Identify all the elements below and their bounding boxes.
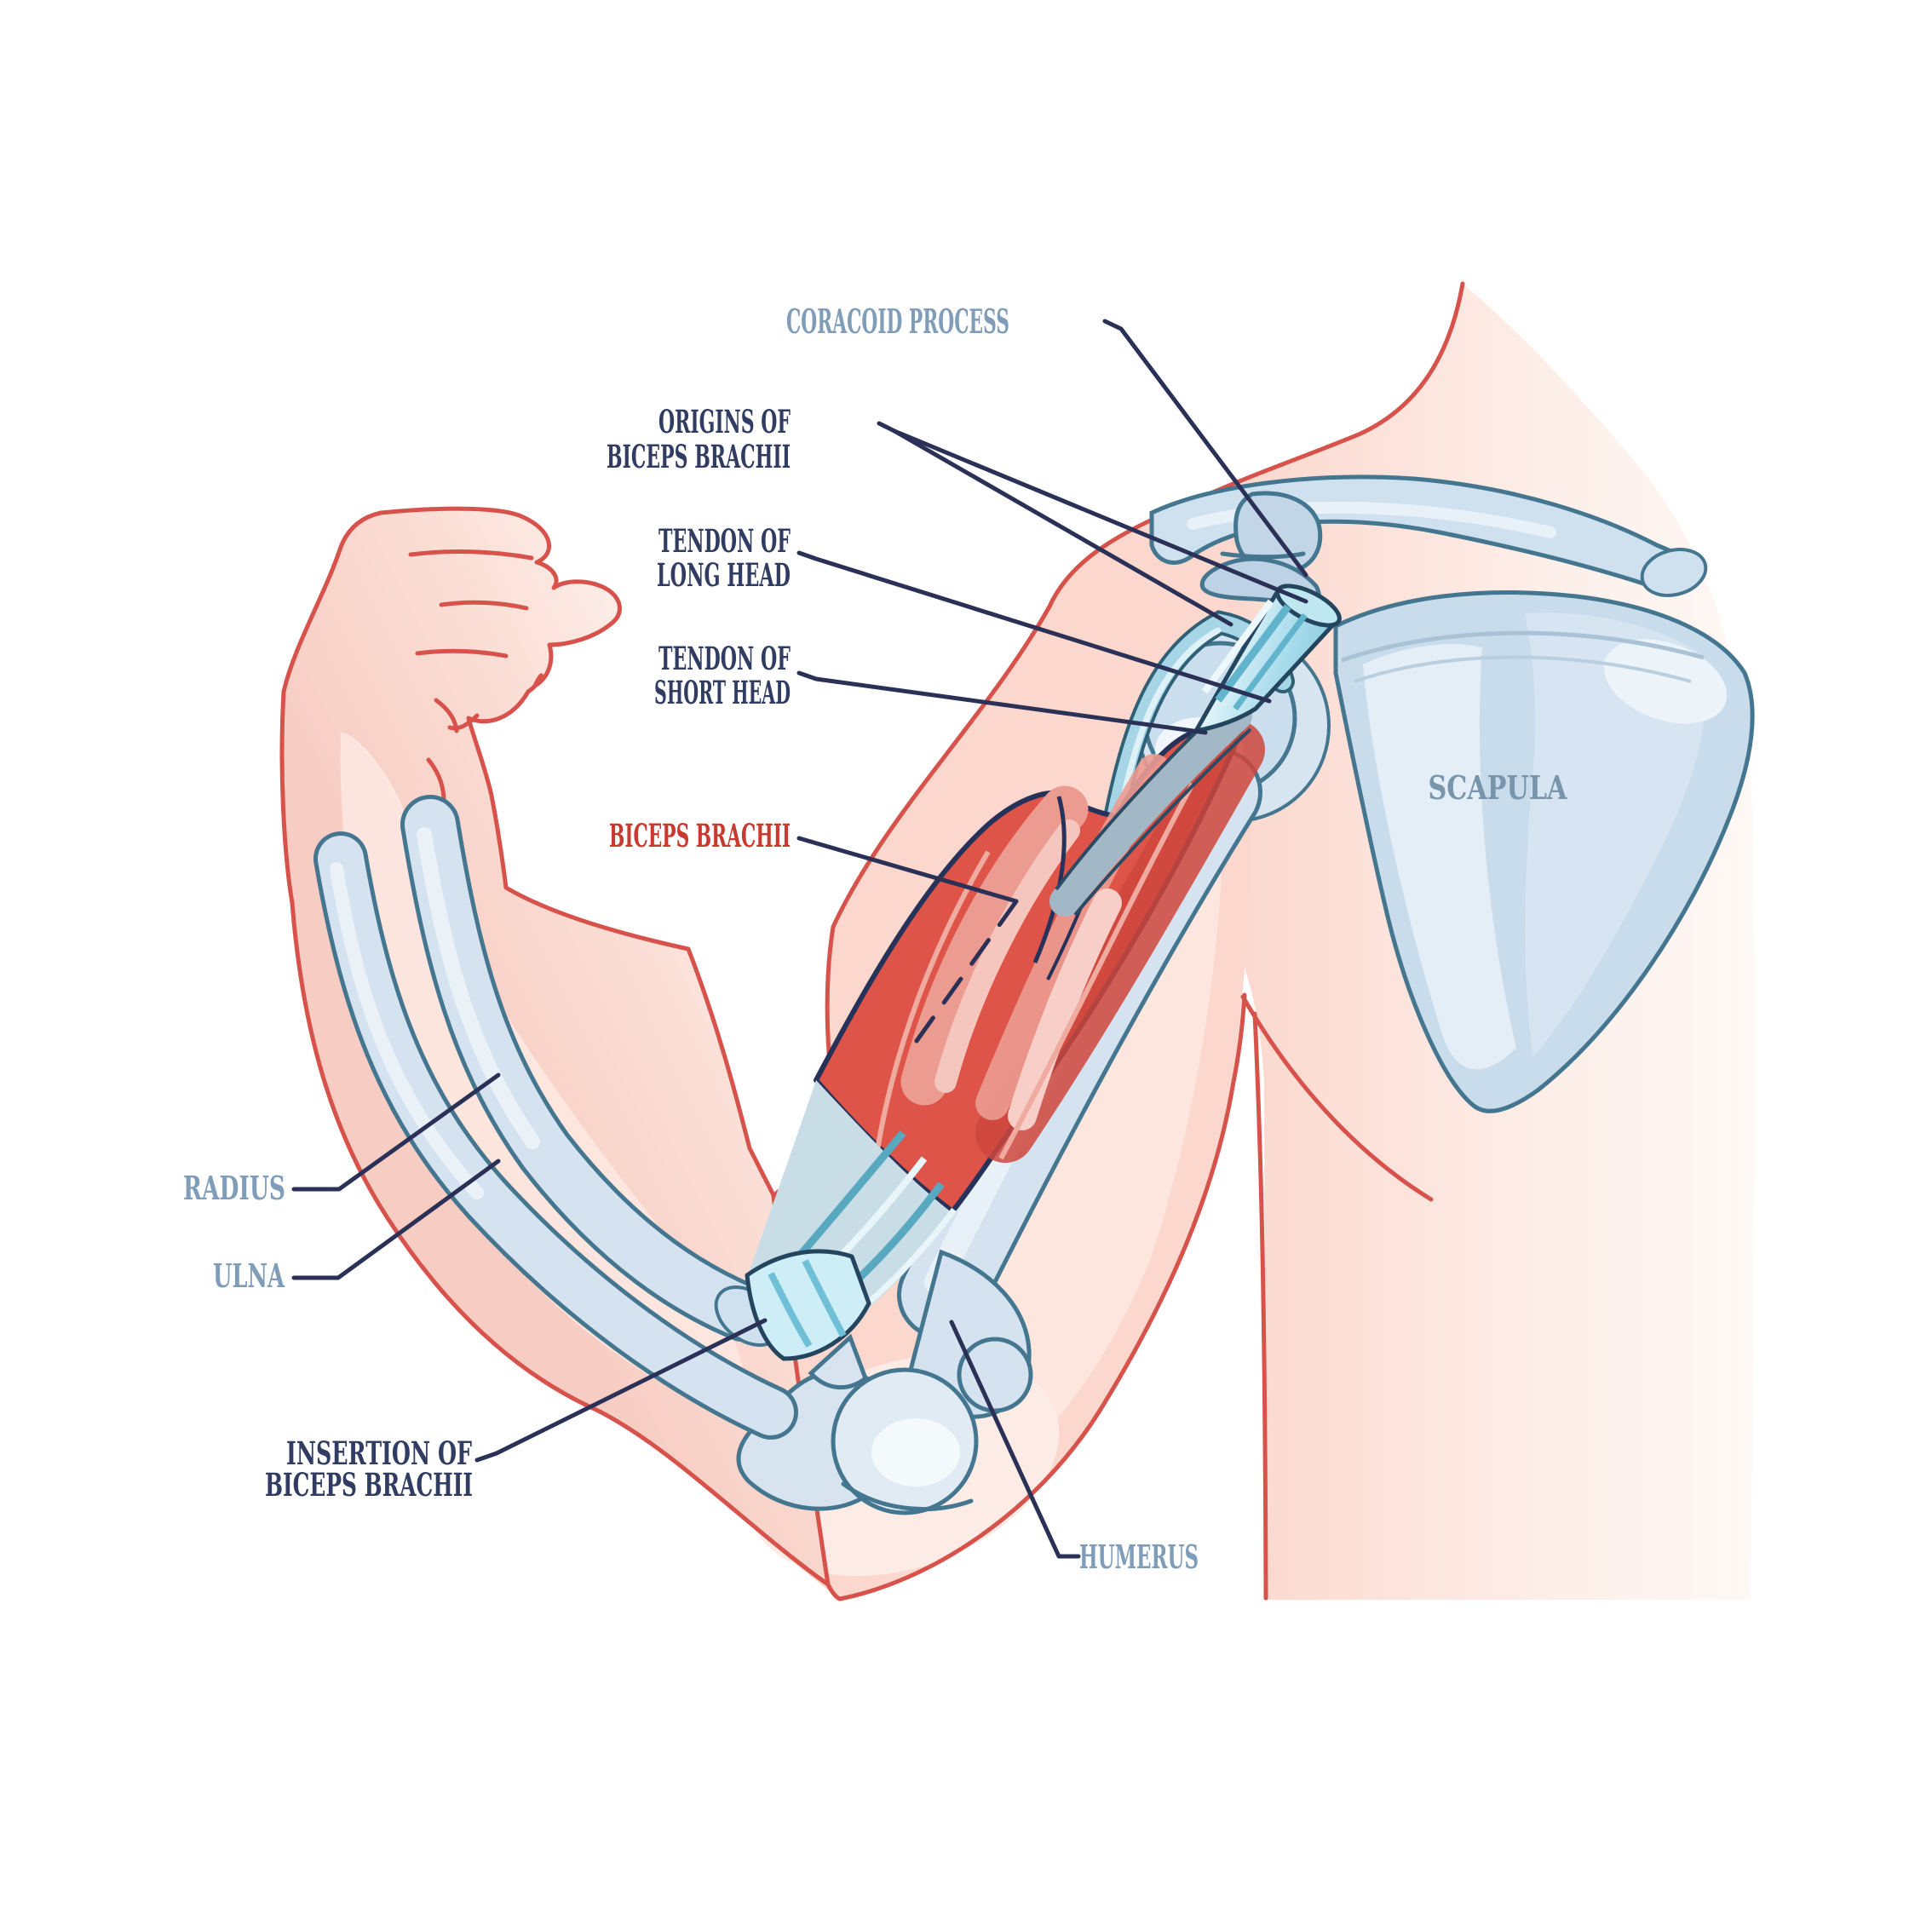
wrist-crease-2 (426, 757, 446, 803)
leader-ulna (291, 1159, 501, 1280)
muscle-streak-2 (934, 819, 1080, 1093)
label-tendon-short-line2: SHORT HEAD (654, 674, 791, 711)
coronoid-process (808, 1333, 868, 1390)
leader-biceps-dashed (914, 899, 1019, 1044)
muscle-fiber-line-1 (875, 850, 991, 1151)
leader-humerus (949, 1320, 1081, 1559)
capitulum-highlight (871, 1418, 960, 1486)
forearm-fist-contour (279, 506, 831, 1587)
intramuscular-tendon (1049, 700, 1252, 917)
wrist-crease-1 (434, 698, 459, 733)
label-coracoid-process: CORACOID PROCESS (786, 302, 1009, 342)
leader-radius (291, 1072, 501, 1192)
label-ulna: ULNA (213, 1256, 285, 1295)
muscle-fiber-line-2 (998, 782, 1195, 1160)
long-head-tendon-highlight (1118, 627, 1222, 813)
leader-coracoid (1102, 319, 1308, 578)
insertion-fan-stripe-1 (768, 1272, 813, 1348)
leader-tendon-long (796, 550, 1272, 704)
torso-side-line (1252, 1011, 1268, 1601)
elbow-bones (736, 1249, 1033, 1515)
insertion-fan-stripe-2 (802, 1259, 847, 1337)
palm-crease (447, 713, 480, 731)
leader-insertion (474, 1318, 768, 1463)
label-tendon-short-line1: TENDON OF (658, 640, 791, 677)
finger-fold-1 (408, 549, 534, 561)
biceps-muscle (814, 700, 1265, 1214)
scapula-inner-light-1 (1363, 644, 1516, 1070)
epicondyle-bump (957, 1337, 1033, 1413)
intramuscular-tendon-edge-2 (1073, 727, 1252, 917)
leader-lines (291, 319, 1308, 1559)
scapula-top-highlight (1603, 639, 1728, 724)
label-humerus: HUMERUS (1079, 1538, 1199, 1576)
acromion-line (1220, 551, 1306, 560)
scapula-spine-line-2 (1354, 655, 1692, 683)
label-insertion-line1: INSERTION OF (286, 1435, 472, 1472)
armpit-fold (1240, 994, 1434, 1202)
leader-biceps-solid (796, 836, 1019, 904)
label-origins-line1: ORIGINS OF (658, 403, 791, 440)
finger-fold-2 (439, 600, 529, 611)
leader-tendon-short (796, 670, 1208, 735)
scapula-bone (1333, 590, 1755, 1113)
labels: CORACOID PROCESS ORIGINS OF BICEPS BRACH… (183, 302, 1567, 1576)
muscle-streak-1 (900, 785, 1089, 1106)
belly-separation-line-1 (1032, 796, 1067, 963)
insertion-tendon (745, 1080, 957, 1361)
label-radius: RADIUS (183, 1169, 285, 1207)
short-head-tendon-stripe-1 (1215, 604, 1291, 703)
muscle-streak-4 (1008, 888, 1122, 1130)
finger-fold-3 (415, 648, 509, 658)
clavicle-acromial-end (1640, 548, 1708, 597)
short-head-tendon-highlight (1201, 599, 1274, 694)
label-insertion-line2: BICEPS BRACHII (265, 1466, 473, 1504)
radius-highlight (417, 827, 540, 1149)
label-tendon-long-line2: LONG HEAD (657, 556, 791, 594)
scapula-inner-light-2 (1525, 612, 1707, 1056)
label-biceps-brachii: BICEPS BRACHII (609, 817, 791, 854)
scapula-spine-line (1341, 630, 1705, 663)
skin-outlines (279, 281, 1465, 1601)
label-tendon-long-line1: TENDON OF (658, 522, 791, 560)
label-origins-line2: BICEPS BRACHII (607, 438, 791, 475)
leader-origins-b (892, 428, 1233, 627)
ulna-highlight (330, 862, 484, 1199)
label-scapula: SCAPULA (1429, 768, 1567, 807)
trochlea-line (841, 1481, 974, 1511)
